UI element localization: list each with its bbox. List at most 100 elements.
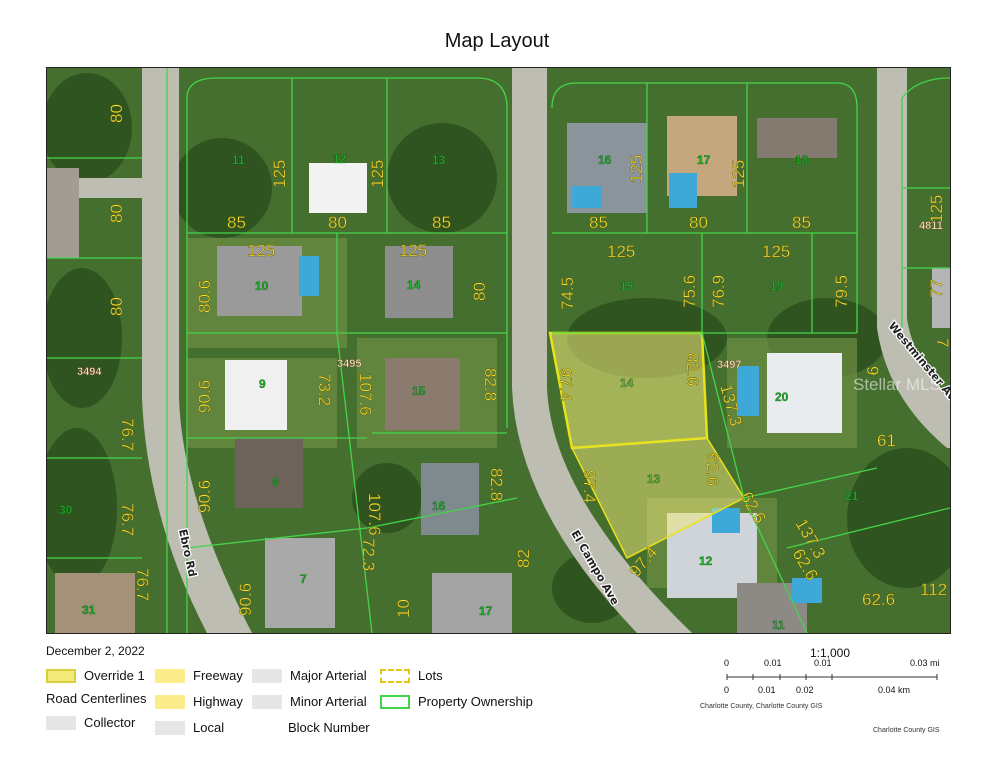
dim-label: 125 [399,241,427,260]
legend-label: Block Number [288,720,370,735]
lot-label: 12 [333,152,347,166]
dim-label: 125 [927,195,946,223]
lot-label: 15 [412,384,426,398]
dim-label: 90.6 [236,583,255,616]
dim-label: 85 [589,213,608,232]
lot-label: 19 [770,279,784,293]
dim-label: 73.2 [315,373,334,406]
km-tick: 0.04 km [878,685,911,695]
override-parcels[interactable] [548,331,746,560]
override-swatch [46,668,76,683]
legend-block-number: Block Number [288,720,370,735]
lot-label: 12 [699,554,713,568]
legend-label: Highway [193,694,243,709]
km-tick: 0.01 [758,685,776,695]
map-viewport[interactable]: 11 12 13 10 14 9 15 8 16 7 17 30 31 16 1… [46,67,951,634]
legend-freeway: Freeway [155,668,243,683]
lot-label: 14 [620,376,634,390]
lot-label: 7 [300,572,307,586]
scale-bar: 1:1,000 0 0.01 0.01 0.03 mi 0 0.01 0.02 … [700,646,980,726]
block-number: 3494 [77,366,102,378]
dim-label: 80 [107,204,126,223]
dim-label: 112 [920,580,947,599]
lot-label: 13 [647,472,661,486]
dim-label: 107.6 [365,493,384,536]
legend-label: Override 1 [84,668,145,683]
property-ownership-swatch [380,694,410,709]
lot-label: 21 [845,489,859,503]
pools [299,173,822,603]
dim-label: 82.8 [481,368,500,401]
dim-label: 75.6 [680,275,699,308]
dim-label: 107.6 [356,373,375,416]
lot-label: 13 [432,153,446,167]
dim-label: 80 [107,104,126,123]
highway-swatch [155,694,185,709]
dim-label: 97.4 [580,470,599,503]
dim-label: 7 [933,338,950,347]
dim-label: 85 [227,213,246,232]
lot-label: 16 [432,499,446,513]
aerial-map[interactable]: 11 12 13 10 14 9 15 8 16 7 17 30 31 16 1… [47,68,950,633]
dim-label: 125 [247,241,275,260]
lot-label: 18 [795,153,809,167]
dim-label: 97.4 [556,368,575,401]
lot-label: 30 [59,503,73,517]
freeway-swatch [155,668,185,683]
dim-label: 82.8 [487,468,506,501]
lots-swatch [380,668,410,683]
lot-label: 20 [775,390,789,404]
dim-label: 125 [627,155,646,183]
legend-local: Local [155,720,224,735]
block-number: 3495 [337,358,361,370]
legend-minor-arterial: Minor Arterial [252,694,367,709]
dim-label: 90.6 [195,480,214,513]
dim-label: 72.3 [359,538,378,571]
legend-label: Local [193,720,225,735]
dim-label: 76.7 [118,503,137,536]
lot-label: 10 [255,279,269,293]
lot-label: 11 [772,618,785,632]
dim-label: 80 [689,213,708,232]
dim-label: 125 [368,160,387,188]
lot-label: 11 [232,153,245,167]
km-tick: 0.02 [796,685,814,695]
mi-tick: 0.01 [814,658,832,668]
credit-center: Charlotte County, Charlotte County GIS [700,703,823,710]
lot-label: 9 [259,377,266,391]
legend-override: Override 1 [46,668,145,683]
page-title: Map Layout [444,30,550,52]
mi-tick: 0.01 [764,658,782,668]
legend-label: Lots [418,668,443,683]
legend-road-centerlines: Road Centerlines [46,691,146,706]
legend-major-arterial: Major Arterial [252,668,367,683]
dim-label: 10 [394,599,413,618]
dim-label: 62.6 [703,453,722,486]
block-number: 4811 [919,220,943,232]
legend-highway: Highway [155,694,243,709]
dim-label: 125 [270,160,289,188]
major-arterial-swatch [252,668,282,683]
dim-label: 79.5 [832,275,851,308]
collector-swatch [46,715,76,730]
watermark: Stellar MLS [853,375,941,394]
dim-label: 80 [470,282,489,301]
dim-label: 76.7 [133,568,152,601]
dim-label: 77 [927,279,946,298]
dim-label: 125 [729,160,748,188]
mi-tick: 0 [724,658,730,668]
dim-label: 85 [792,213,811,232]
dim-label: 80 [107,297,126,316]
legend-label: Road Centerlines [46,691,147,706]
mi-tick: 0.03 mi [910,658,940,668]
credit-right: Charlotte County GIS [873,727,940,734]
legend-label: Minor Arterial [290,694,367,709]
lot-label: 14 [407,278,421,292]
dim-label: 125 [607,242,635,261]
dim-label: 61 [877,431,896,450]
print-date: December 2, 2022 [46,644,145,658]
dim-label: 82.6 [683,353,702,386]
lot-label: 17 [697,153,711,167]
dim-label: 82 [514,549,533,568]
lot-label: 16 [598,153,612,167]
